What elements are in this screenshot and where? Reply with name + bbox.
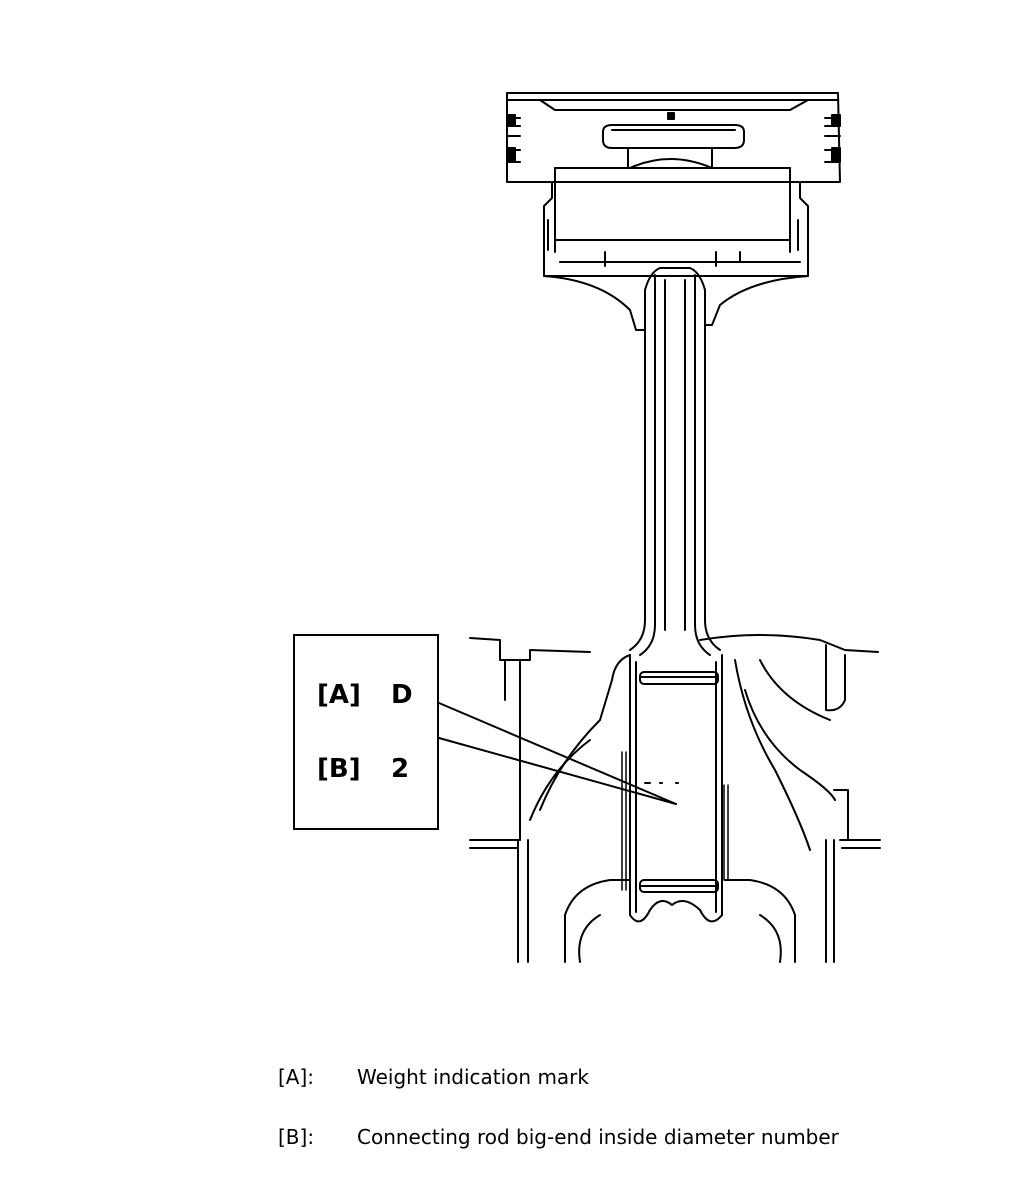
- piston-skirt: [543, 167, 809, 277]
- rod-small-end: [543, 267, 809, 331]
- legend-desc-a: Weight indication mark: [357, 1065, 589, 1089]
- marking-callout-box: [A] D [B] 2: [293, 634, 439, 830]
- piston-head: [506, 92, 841, 183]
- piston-connecting-rod-diagram: [438, 92, 881, 963]
- legend-key-b: [B]:: [278, 1125, 315, 1149]
- diameter-number-value: 2: [391, 754, 410, 784]
- callout-row-a: [A] D: [317, 680, 413, 710]
- callout-row-b: [B] 2: [317, 754, 409, 784]
- cylinder-block: [469, 634, 881, 963]
- callout-leader: [438, 702, 677, 805]
- rod-shank: [629, 274, 721, 656]
- callout-key-b: [B]: [317, 754, 361, 784]
- legend-key-a: [A]:: [278, 1065, 315, 1089]
- callout-key-a: [A]: [317, 680, 361, 710]
- weight-mark-value: D: [391, 680, 413, 710]
- legend-desc-b: Connecting rod big-end inside diameter n…: [357, 1125, 839, 1149]
